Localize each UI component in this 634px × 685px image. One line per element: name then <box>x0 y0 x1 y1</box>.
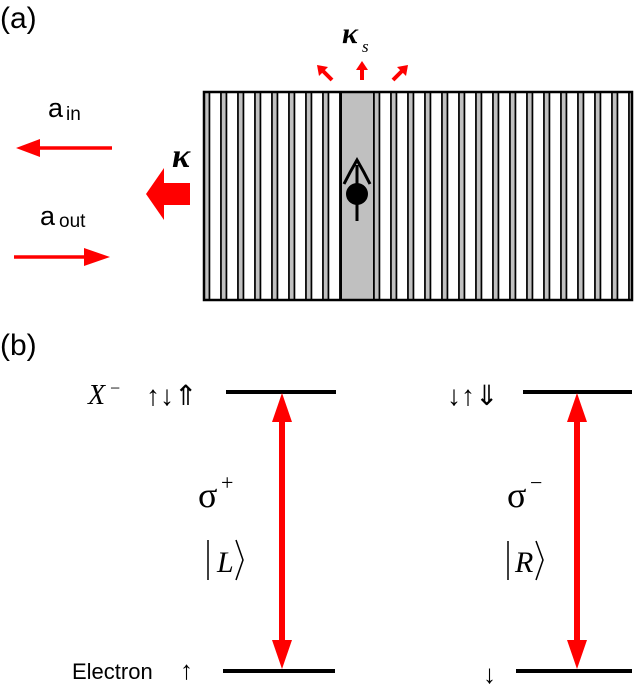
electron-spin-down: ↓ <box>483 659 496 685</box>
cavity-loss-label: κ <box>172 138 191 175</box>
side-loss-arrow-up-icon <box>356 61 368 80</box>
output-field-label: a out <box>40 201 86 232</box>
mirror-layer-high-index <box>526 91 534 301</box>
cavity-loss-arrow-icon <box>146 168 190 220</box>
mirror-layer-low-index <box>395 91 409 301</box>
input-field-label: a in <box>48 93 81 125</box>
mirror-layer-high-index <box>373 91 381 301</box>
state-right: R <box>507 540 544 581</box>
side-loss-label: κ s <box>342 17 369 56</box>
mirror-layer-high-index <box>509 91 517 301</box>
mirror-layer-low-index <box>327 91 341 301</box>
mirror-layer-high-index <box>492 91 500 301</box>
mirror-layer-high-index <box>220 91 228 301</box>
micropillar-cavity <box>202 90 634 302</box>
mirror-layer-high-index <box>407 91 415 301</box>
polarization-left-sign: + <box>221 470 233 495</box>
mirror-layer-high-index <box>458 91 466 301</box>
left-transition-system: X − ↑↓⇑ σ + L Electron ↑ <box>72 378 336 685</box>
state-left-letter: L <box>216 546 234 579</box>
mirror-layer-low-index <box>225 91 239 301</box>
mirror-layer-high-index <box>543 91 551 301</box>
bragg-mirror-right <box>373 91 633 301</box>
mirror-layer-high-index <box>424 91 432 301</box>
quantum-dot-spin-icon <box>342 157 372 221</box>
side-loss-arrow-right-icon <box>391 65 408 82</box>
input-arrow-icon <box>16 139 112 157</box>
polarization-left: σ <box>198 475 217 515</box>
mirror-layer-low-index <box>599 91 613 301</box>
mirror-layer-high-index <box>560 91 568 301</box>
transition-arrow-right-icon <box>567 393 587 669</box>
mirror-layer-high-index <box>305 91 313 301</box>
trion-spin-config-right: ↓↑⇓ <box>447 380 498 411</box>
side-loss-arrow-left-icon <box>317 65 334 82</box>
mirror-layer-high-index <box>288 91 296 301</box>
mirror-layer-high-index <box>237 91 245 301</box>
mirror-layer-low-index <box>293 91 307 301</box>
mirror-layer-high-index <box>322 91 330 301</box>
mirror-layer-low-index <box>514 91 528 301</box>
electron-label: Electron <box>72 659 153 684</box>
mirror-layer-low-index <box>412 91 426 301</box>
trion-spin-config-left: ↑↓⇑ <box>146 380 197 411</box>
input-field-subscript: in <box>66 104 81 125</box>
mirror-layer-low-index <box>259 91 273 301</box>
mirror-layer-low-index <box>531 91 545 301</box>
output-field-symbol: a <box>40 201 56 231</box>
cavity-outline <box>202 90 634 302</box>
mirror-layer-low-index <box>497 91 511 301</box>
mirror-layer-low-index <box>429 91 443 301</box>
mirror-layer-low-index <box>276 91 290 301</box>
mirror-layer-low-index <box>463 91 477 301</box>
state-left: L <box>207 539 244 581</box>
quantum-dot <box>346 183 368 205</box>
mirror-layer-low-index <box>616 91 630 301</box>
mirror-layer-low-index <box>446 91 460 301</box>
panel-a-label: (a) <box>0 2 37 35</box>
mirror-layer-high-index <box>254 91 262 301</box>
polarization-right-sign: − <box>530 470 542 495</box>
panel-b-label: (b) <box>0 329 37 362</box>
mirror-layer-low-index <box>582 91 596 301</box>
mirror-layer-high-index <box>594 91 602 301</box>
right-transition-system: ↓↑⇓ σ − R ↓ <box>447 380 632 685</box>
mirror-layer-low-index <box>480 91 494 301</box>
mirror-layer-low-index <box>208 91 222 301</box>
output-arrow-icon <box>14 248 110 266</box>
bragg-mirror-left <box>203 91 342 301</box>
mirror-layer-high-index <box>577 91 585 301</box>
side-loss-arrows <box>317 61 408 82</box>
mirror-layer-high-index <box>390 91 398 301</box>
input-field-symbol: a <box>48 93 64 123</box>
side-loss-symbol: κ <box>342 17 359 50</box>
mirror-layer-high-index <box>271 91 279 301</box>
output-field-subscript: out <box>59 211 86 232</box>
state-right-letter: R <box>514 546 533 579</box>
mirror-layer-high-index <box>441 91 449 301</box>
mirror-layer-low-index <box>242 91 256 301</box>
trion-superscript: − <box>110 378 120 398</box>
mirror-layer-low-index <box>378 91 392 301</box>
trion-label: X <box>87 380 106 411</box>
mirror-layer-low-index <box>548 91 562 301</box>
mirror-layer-low-index <box>310 91 324 301</box>
polarization-right: σ <box>507 475 526 515</box>
mirror-layer-low-index <box>565 91 579 301</box>
side-loss-subscript: s <box>362 37 369 56</box>
transition-arrow-left-icon <box>272 393 292 669</box>
electron-spin-up: ↑ <box>180 655 193 685</box>
mirror-layer-high-index <box>475 91 483 301</box>
mirror-layer-high-index <box>611 91 619 301</box>
